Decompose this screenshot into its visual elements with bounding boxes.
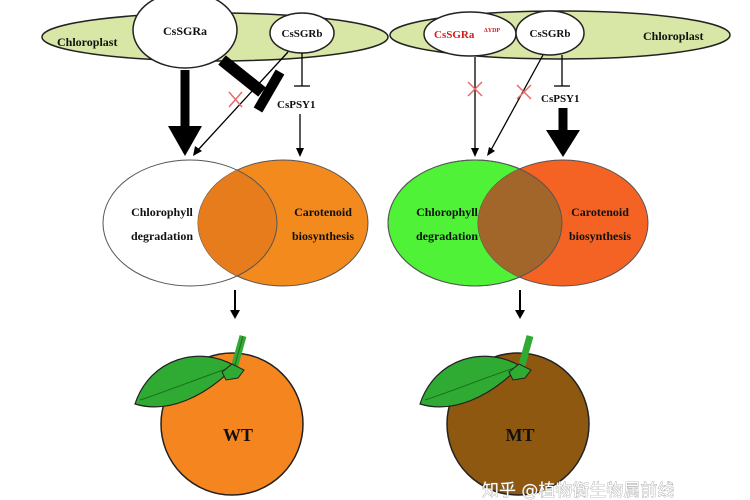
wt-block-mark <box>228 91 243 108</box>
wt-fruit-label: WT <box>223 425 253 445</box>
mt-car-line2: biosynthesis <box>569 229 631 243</box>
mt-chl-line2: degradation <box>416 229 478 243</box>
wt-psy-arrow <box>296 114 304 157</box>
mt-sgrb-inhibition <box>554 55 570 87</box>
wt-car-line1: Carotenoid <box>294 205 352 219</box>
wt-sgrb-arrow <box>193 51 289 156</box>
mt-sgra-superscript: ΔYDP <box>484 28 500 34</box>
wt-stem <box>221 335 247 381</box>
mt-sgrb-label: CsSGRb <box>530 28 571 40</box>
mt-block-mark-a <box>467 81 483 97</box>
mt-panel: Chloroplast CsSGRa ΔYDP CsSGRb CsP <box>387 10 731 496</box>
mt-psy-label: CsPSY1 <box>541 93 580 105</box>
mt-chlorophyll-outline <box>387 159 563 287</box>
wt-overlap-region <box>198 160 277 286</box>
wt-car-line2: biosynthesis <box>292 229 354 243</box>
wt-panel: Chloroplast CsSGRa CsSGRb CsPSY1 <box>41 0 389 496</box>
mt-sgrb-arrow <box>487 54 544 156</box>
wt-leaf-vein <box>139 366 233 401</box>
mt-fruit-label: MT <box>506 425 535 445</box>
mt-sgrb-node <box>515 10 585 56</box>
mt-stem <box>508 335 534 381</box>
wt-chloroplast-label: Chloroplast <box>57 35 117 49</box>
mt-sgra-arrow <box>471 57 479 157</box>
mt-car-line1: Carotenoid <box>571 205 629 219</box>
wt-strong-arrow <box>168 70 202 156</box>
wt-sgra-label: CsSGRa <box>163 24 207 38</box>
mt-leaf-vein <box>424 366 518 401</box>
wt-chlorophyll-circle <box>102 159 278 287</box>
mt-strong-arrow <box>546 108 580 157</box>
wt-sgrb-label: CsSGRb <box>282 28 323 40</box>
wt-chl-line2: degradation <box>131 229 193 243</box>
mt-sgra-label: CsSGRa <box>434 29 475 41</box>
wt-psy-label: CsPSY1 <box>277 99 316 111</box>
wt-thick-inhibition <box>218 55 285 113</box>
mt-chl-line1: Chlorophyll <box>416 205 478 219</box>
wt-sgra-node <box>132 0 238 69</box>
wt-sgrb-inhibition <box>294 53 310 87</box>
wt-down-arrow <box>230 290 240 319</box>
mt-block-mark-b <box>516 84 532 100</box>
mt-overlap-region <box>478 160 562 286</box>
wt-chl-line1: Chlorophyll <box>131 205 193 219</box>
mt-chloroplast-label: Chloroplast <box>643 29 703 43</box>
watermark-text: 知乎 @植物衡生物属前线 <box>482 481 674 500</box>
mt-down-arrow <box>515 290 525 319</box>
